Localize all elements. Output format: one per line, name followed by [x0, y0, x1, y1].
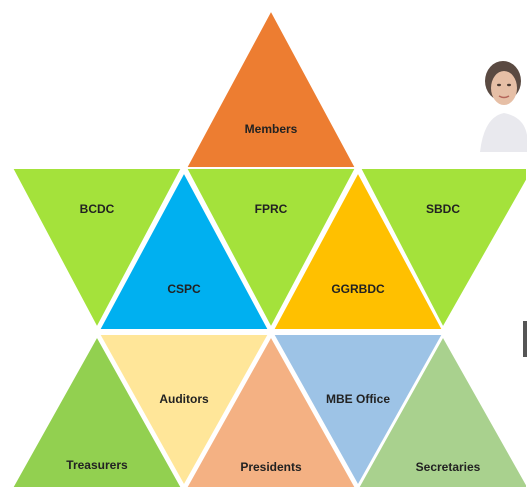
triangle-treasurers: Treasurers	[10, 333, 184, 489]
triangle-members-label: Members	[245, 122, 298, 136]
triangle-presidents-label: Presidents	[240, 460, 302, 474]
triangle-cspc: CSPC	[97, 169, 271, 331]
triangle-sbdc-label: SBDC	[426, 202, 460, 216]
triangle-sbdc: SBDC	[358, 167, 527, 331]
triangle-presidents-shape	[184, 333, 358, 489]
portrait-photo	[478, 55, 527, 152]
triangle-treasurers-label: Treasurers	[66, 458, 128, 472]
triangle-secretaries-shape	[356, 333, 527, 489]
triangle-fprc-label: FPRC	[255, 202, 288, 216]
triangle-members: Members	[184, 7, 358, 169]
triangle-fprc: FPRC	[184, 167, 358, 331]
triangle-ggrbdc: GGRBDC	[271, 169, 445, 331]
triangle-auditors-shape	[97, 333, 271, 489]
triangle-mbe-office-label: MBE Office	[326, 392, 390, 406]
triangle-cspc-shape	[97, 169, 271, 331]
triangle-members-shape	[184, 7, 358, 169]
triangle-sbdc-shape	[358, 167, 527, 331]
triangle-auditors-label: Auditors	[159, 392, 209, 406]
triangle-ggrbdc-shape	[271, 169, 445, 331]
triangle-treasurers-shape	[10, 333, 184, 489]
triangle-cspc-label: CSPC	[167, 282, 201, 296]
triangle-presidents: Presidents	[184, 333, 358, 489]
triangle-secretaries-label: Secretaries	[416, 460, 481, 474]
triangle-fprc-shape	[184, 167, 358, 331]
edge-bar	[523, 321, 527, 357]
triangle-bcdc-shape	[10, 167, 184, 331]
triangle-bcdc: BCDC	[10, 167, 184, 331]
triangle-bcdc-label: BCDC	[80, 202, 115, 216]
triangle-secretaries: Secretaries	[356, 333, 527, 489]
triangle-auditors: Auditors	[97, 333, 271, 489]
triangle-ggrbdc-label: GGRBDC	[331, 282, 385, 296]
